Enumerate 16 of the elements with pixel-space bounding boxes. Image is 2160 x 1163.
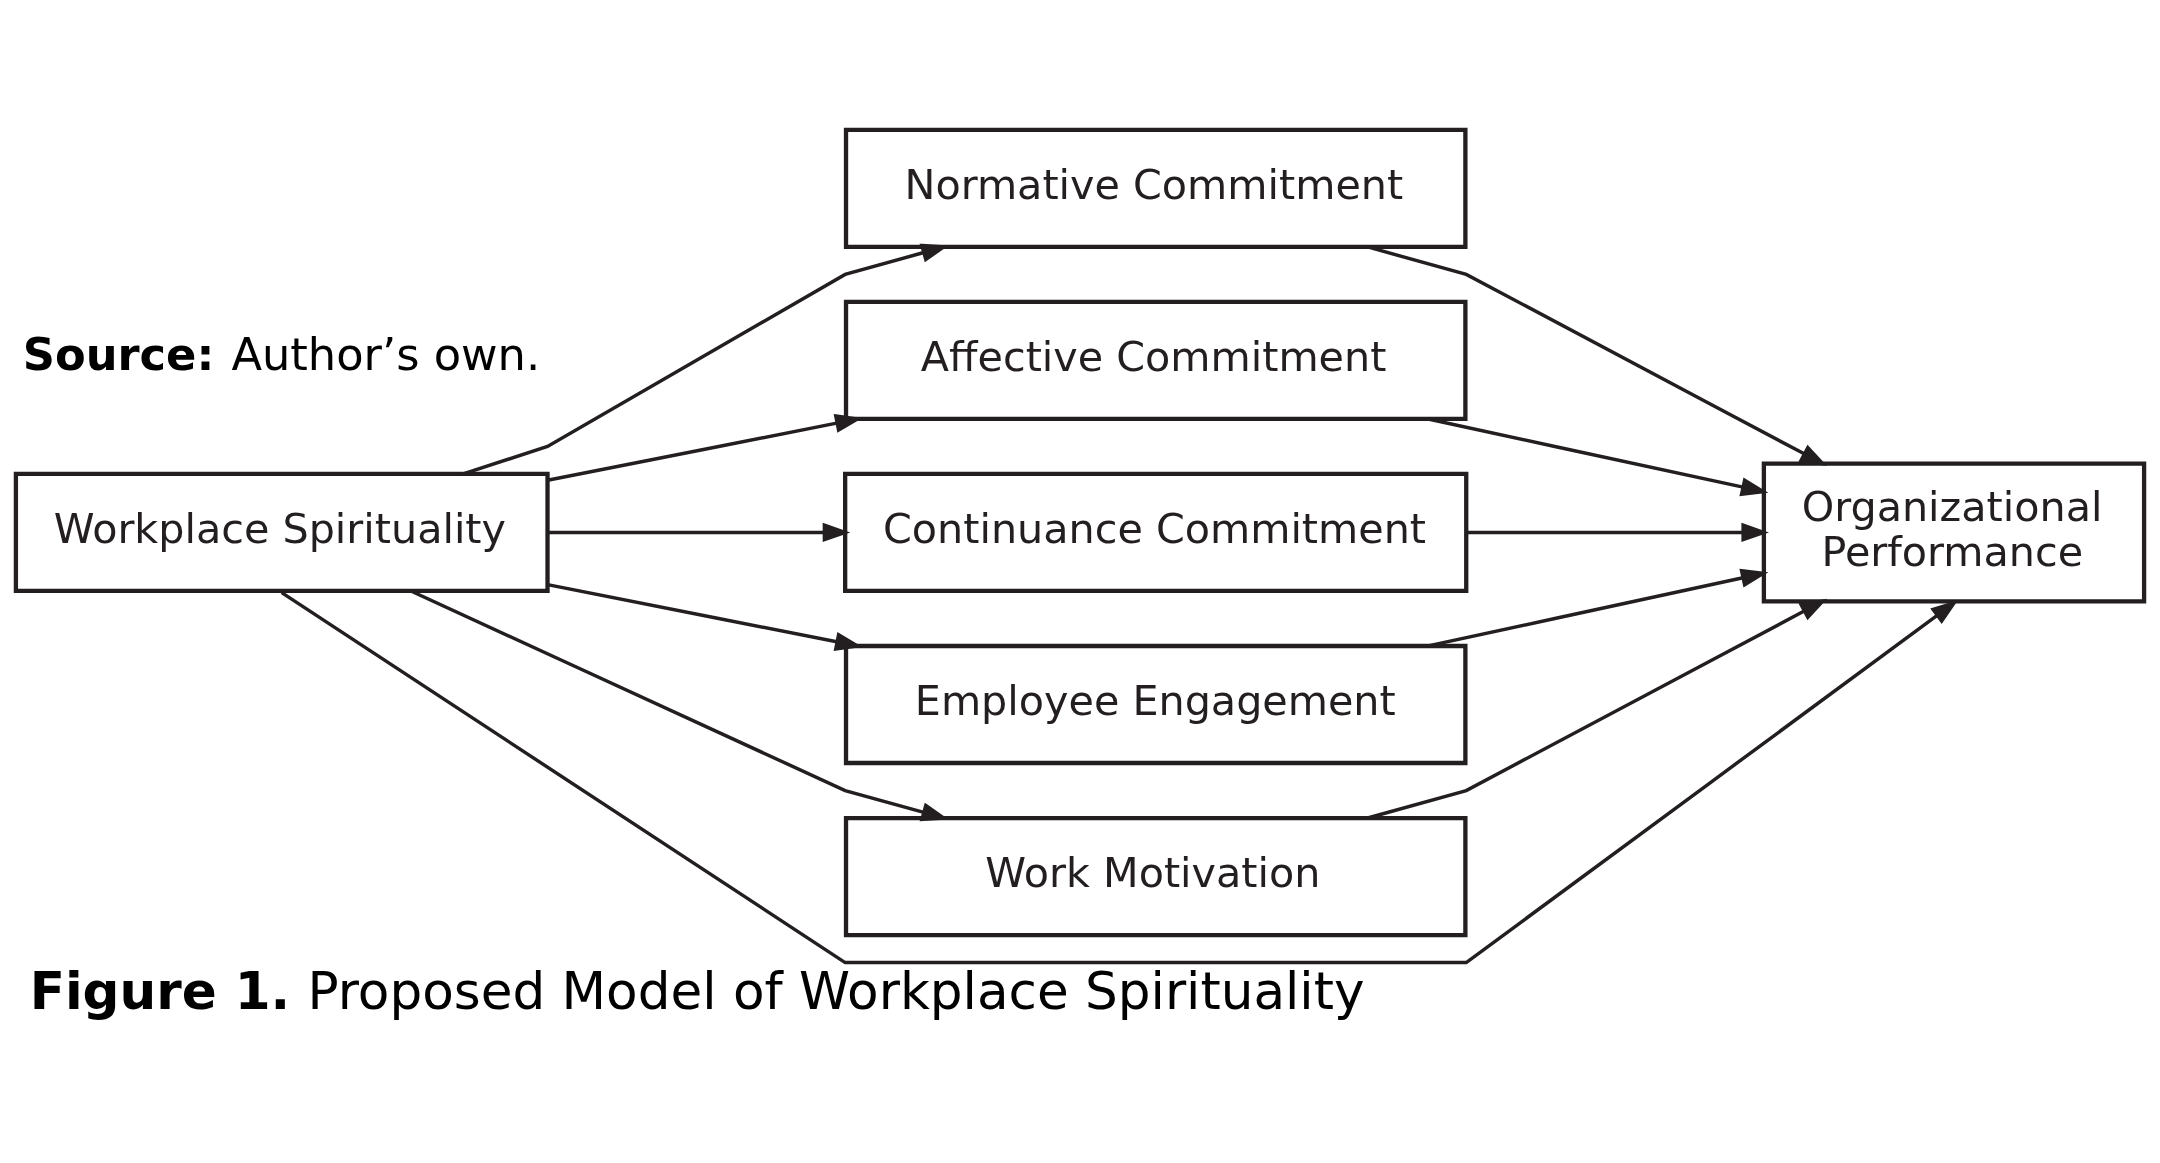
node-box: Organizational Performance (1761, 461, 2147, 604)
caption: Figure 1. Proposed Model of Workplace Spirituality (29, 961, 1365, 1022)
arrow (1367, 598, 1828, 820)
arrow (1427, 568, 1769, 648)
node-box: Workplace Spirituality (13, 471, 550, 594)
node-box: Continuance Commitment (843, 471, 1469, 594)
node-box: Employee Engagement (843, 643, 1468, 766)
arrow (280, 591, 1959, 965)
node-box: Normative Commitment (843, 127, 1468, 249)
node-box: Work Motivation (843, 815, 1468, 938)
label: Source: Author’s own. (22, 327, 541, 381)
arrow (1367, 245, 1828, 467)
arrow (1427, 417, 1769, 497)
node-box: Affective Commitment (843, 299, 1468, 422)
arrow (1466, 522, 1769, 543)
arrow (547, 522, 851, 543)
